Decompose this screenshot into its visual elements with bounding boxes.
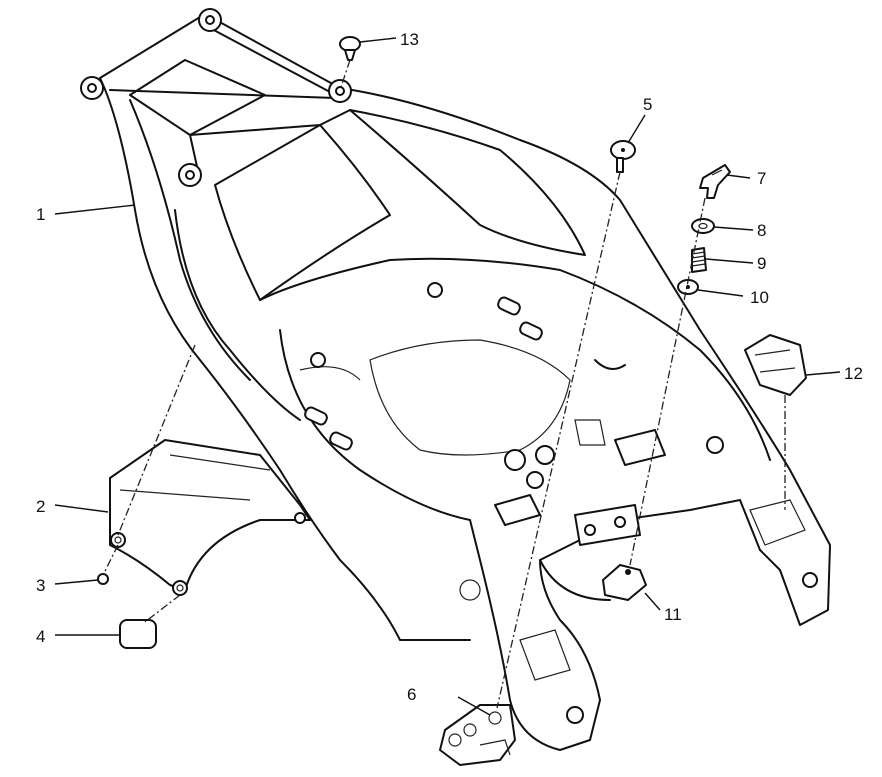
callout-11: 11 <box>664 605 682 624</box>
part-bumper <box>744 334 807 396</box>
callout-6: 6 <box>407 685 416 704</box>
part-plug <box>339 36 361 61</box>
leader-lines <box>54 37 841 716</box>
callout-1: 1 <box>36 205 45 224</box>
callout-7: 7 <box>757 169 766 188</box>
part-screw <box>97 573 109 585</box>
callout-5: 5 <box>643 95 652 114</box>
part-pad <box>119 619 157 649</box>
callout-2: 2 <box>36 497 45 516</box>
callout-12: 12 <box>844 364 863 383</box>
callout-4: 4 <box>36 627 45 646</box>
callout-3: 3 <box>36 576 45 595</box>
part-rivet <box>610 140 636 173</box>
assembly-axes <box>102 59 786 709</box>
callout-9: 9 <box>757 254 766 273</box>
part-block <box>602 564 647 601</box>
callout-8: 8 <box>757 221 766 240</box>
callout-labels: 1 2 3 4 5 6 7 8 9 10 11 12 13 <box>36 30 863 704</box>
part-washer-8 <box>691 218 715 234</box>
callout-10: 10 <box>750 288 769 307</box>
subframe <box>80 8 831 751</box>
part-clip <box>699 164 731 199</box>
callout-13: 13 <box>400 30 419 49</box>
part-cover <box>109 439 311 596</box>
part-seat-lock <box>439 704 516 766</box>
